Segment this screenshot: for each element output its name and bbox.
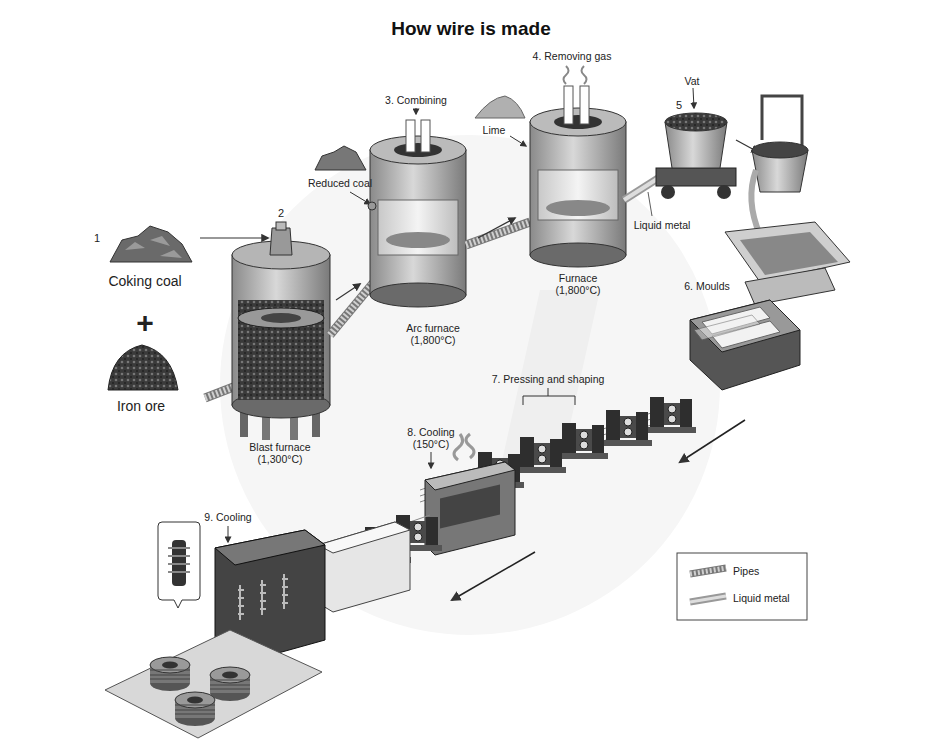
part-label: + <box>136 306 154 341</box>
part-label: 6. Moulds <box>684 280 730 292</box>
press-box <box>318 522 410 612</box>
part-label: 7. Pressing and shaping <box>492 373 605 385</box>
callout-number: 1 <box>94 232 100 245</box>
part-label: Arc furnace (1,800°C) <box>395 322 471 346</box>
callout-number: 2 <box>278 207 284 220</box>
part-label: 3. Combining <box>385 94 447 106</box>
vat <box>656 113 736 199</box>
ladle <box>751 96 808 235</box>
legend-label: Liquid metal <box>733 592 790 604</box>
callout-number: 5 <box>676 99 682 112</box>
part-label: 9. Cooling <box>204 511 251 523</box>
coil-callout <box>158 522 200 608</box>
blast-furnace <box>205 222 330 440</box>
part-label: Lime <box>483 124 506 136</box>
arc-furnace <box>368 120 466 307</box>
part-label: Vat <box>685 75 700 87</box>
legend-box <box>677 553 807 620</box>
furnace <box>530 66 626 267</box>
diagram-title: How wire is made <box>391 18 550 40</box>
part-label: Furnace (1,800°C) <box>540 272 616 296</box>
part-label: 4. Removing gas <box>533 50 612 62</box>
coal-pile <box>110 226 192 262</box>
part-label: 8. Cooling (150°C) <box>398 426 464 450</box>
part-label: Liquid metal <box>634 219 691 231</box>
moulds <box>690 222 850 390</box>
part-label: Iron ore <box>117 398 165 414</box>
legend-label: Pipes <box>733 565 759 577</box>
cooling-unit <box>425 434 515 555</box>
part-label: Coking coal <box>108 273 181 289</box>
ore-pile <box>108 345 178 390</box>
part-label: Reduced coal <box>308 177 372 189</box>
part-label: Blast furnace (1,300°C) <box>237 441 323 465</box>
